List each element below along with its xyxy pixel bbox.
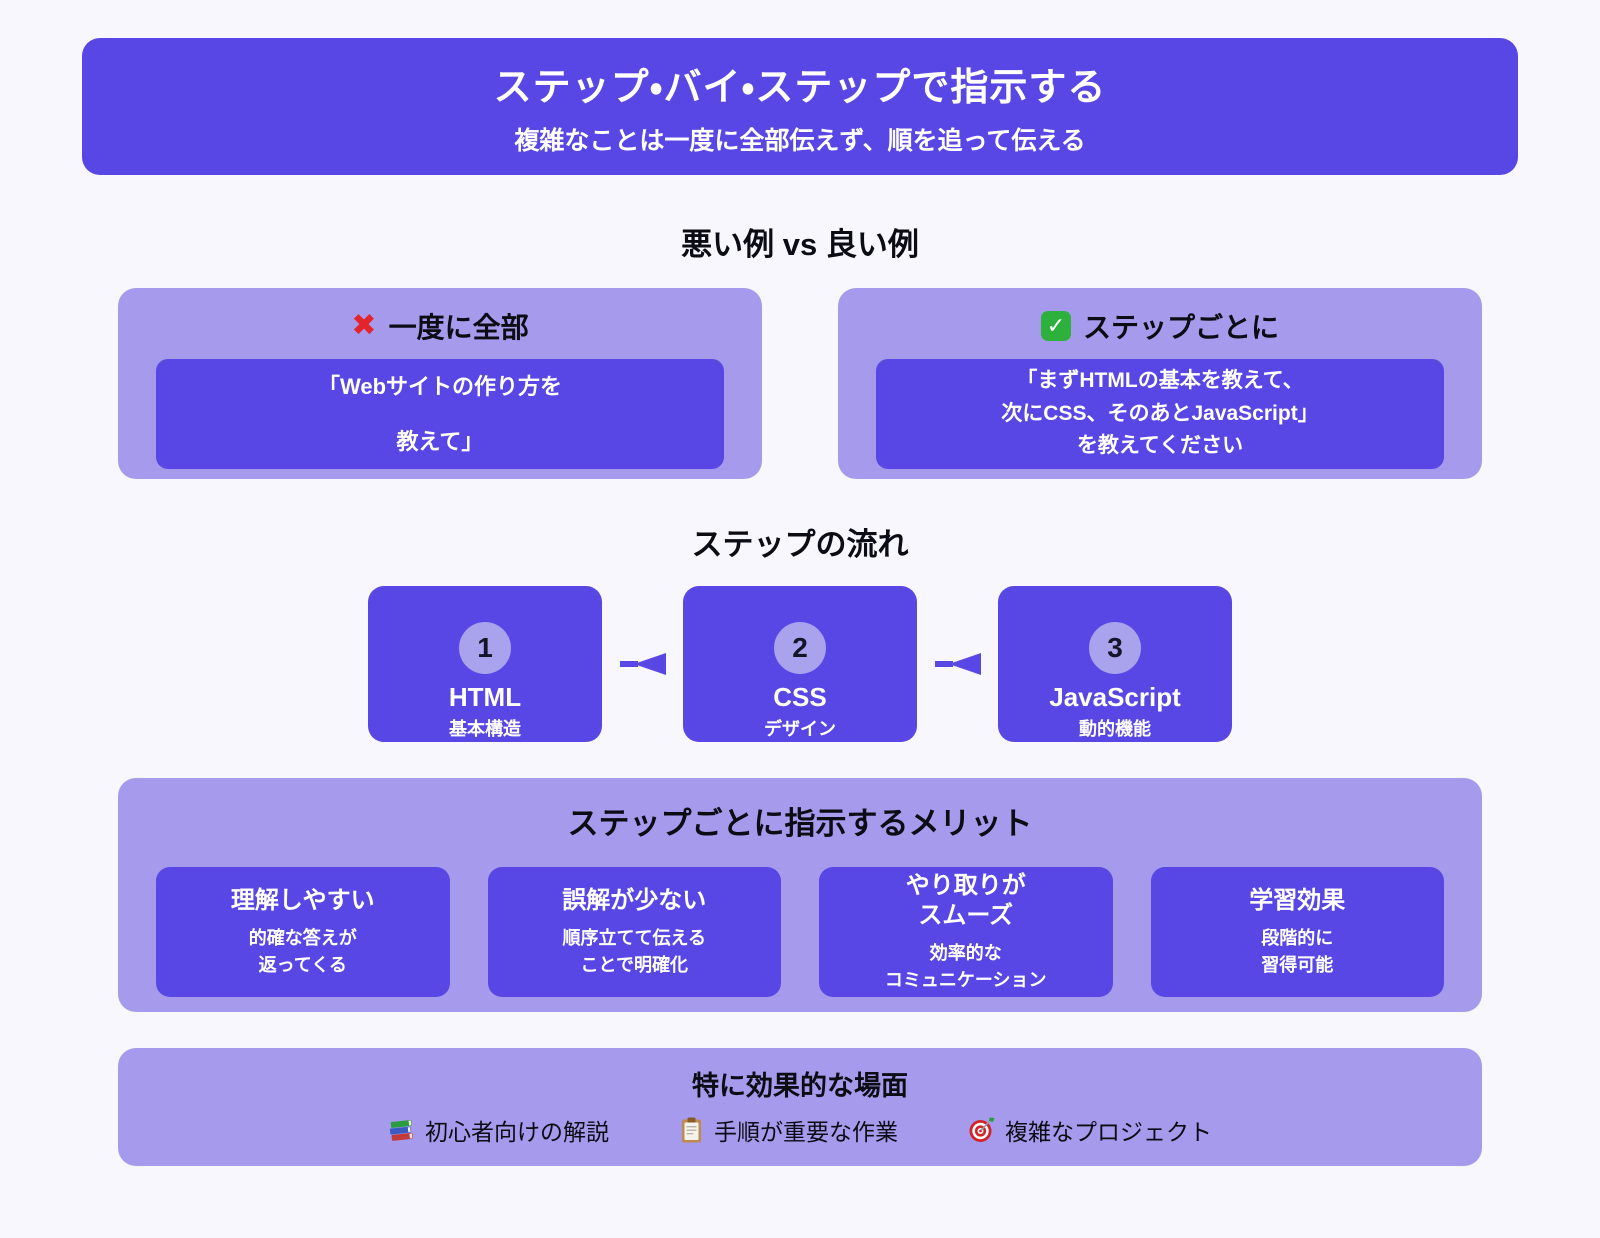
step-description: デザイン xyxy=(764,719,836,739)
step-label: CSS xyxy=(773,682,827,712)
page-title: ステップ・バイ・ステップで指示する xyxy=(493,67,1107,109)
page-subtitle: 複雑なことは一度に全部伝えず、順を追って伝える xyxy=(514,127,1086,155)
good-example-card: ✓ ステップごとに 「まずHTMLの基本を教えて、 次にCSS、そのあとJava… xyxy=(838,288,1482,479)
comparison-section-title: 悪い例 vs 良い例 xyxy=(681,227,919,262)
step-description: 動的機能 xyxy=(1079,719,1151,739)
merit-description: 効率的な コミュニケーション xyxy=(884,942,1047,990)
effective-item-procedure: 手順が重要な作業 xyxy=(679,1113,898,1147)
comparison-row: ✖ 一度に全部 「Webサイトの作り方を 教えて」 ✓ ステップごとに 「まずH… xyxy=(118,288,1482,479)
merit-title: 学習効果 xyxy=(1249,886,1346,914)
merit-title: 誤解が少ない xyxy=(562,886,707,914)
step-arrow-icon xyxy=(934,653,981,675)
good-example-title: ✓ ステップごとに xyxy=(838,306,1482,346)
effective-items-row: 初心者向けの解説 手順が重要な作業 複雑な xyxy=(118,1113,1482,1147)
effective-item-label: 初心者向けの解説 xyxy=(425,1119,609,1145)
merits-row: 理解しやすい 的確な答えが 返ってくる 誤解が少ない 順序立てて伝える ことで明… xyxy=(156,867,1444,997)
clipboard-icon xyxy=(682,1117,701,1142)
effective-item-beginner: 初心者向けの解説 xyxy=(388,1113,609,1147)
step-label: JavaScript xyxy=(1049,682,1181,712)
bad-example-label: 一度に全部 xyxy=(388,312,529,343)
merits-panel: ステップごとに指示するメリット 理解しやすい 的確な答えが 返ってくる 誤解が少… xyxy=(118,778,1482,1012)
step-box-javascript: 3 JavaScript 動的機能 xyxy=(998,586,1232,742)
merit-description: 順序立てて伝える ことで明確化 xyxy=(562,927,706,975)
check-mark-icon: ✓ xyxy=(1040,311,1071,341)
steps-row: 1 HTML 基本構造 2 CSS デザイン 3 JavaScript 動的機能 xyxy=(0,586,1600,742)
effective-section-title: 特に効果的な場面 xyxy=(692,1071,908,1101)
good-example-label: ステップごとに xyxy=(1082,312,1279,343)
step-number-badge: 1 xyxy=(459,622,511,674)
merit-description: 的確な答えが 返ってくる xyxy=(248,927,357,975)
step-arrow-icon xyxy=(619,653,666,675)
merit-card: やり取りが スムーズ 効率的な コミュニケーション xyxy=(819,867,1113,997)
flow-section-title: ステップの流れ xyxy=(691,527,909,562)
step-box-css: 2 CSS デザイン xyxy=(683,586,917,742)
merit-title: やり取りが スムーズ xyxy=(905,871,1026,929)
bad-example-quote: 「Webサイトの作り方を 教えて」 xyxy=(156,359,724,469)
bad-example-card: ✖ 一度に全部 「Webサイトの作り方を 教えて」 xyxy=(118,288,762,479)
step-label: HTML xyxy=(448,682,522,712)
books-icon xyxy=(389,1119,413,1141)
step-number-badge: 3 xyxy=(1089,622,1141,674)
step-description: 基本構造 xyxy=(449,719,521,739)
effective-item-label: 手順が重要な作業 xyxy=(714,1119,898,1145)
step-arrow xyxy=(602,651,683,677)
target-icon xyxy=(969,1117,995,1142)
merit-card: 学習効果 段階的に 習得可能 xyxy=(1150,867,1444,997)
cross-mark-icon: ✖ xyxy=(351,309,377,342)
effective-item-label: 複雑なプロジェクト xyxy=(1005,1119,1212,1145)
merit-title: 理解しやすい xyxy=(230,886,375,914)
merit-card: 誤解が少ない 順序立てて伝える ことで明確化 xyxy=(487,867,781,997)
good-example-quote: 「まずHTMLの基本を教えて、 次にCSS、そのあとJavaScript」 を教… xyxy=(876,359,1444,469)
bad-example-title: ✖ 一度に全部 xyxy=(118,306,762,346)
effective-panel: 特に効果的な場面 初心者向けの解説 xyxy=(118,1048,1482,1166)
step-box-html: 1 HTML 基本構造 xyxy=(368,586,602,742)
effective-item-complex: 複雑なプロジェクト xyxy=(968,1113,1212,1147)
step-arrow xyxy=(917,651,998,677)
merit-card: 理解しやすい 的確な答えが 返ってくる xyxy=(156,867,450,997)
merit-description: 段階的に 習得可能 xyxy=(1261,927,1334,975)
header-banner: ステップ・バイ・ステップで指示する 複雑なことは一度に全部伝えず、順を追って伝え… xyxy=(82,38,1518,175)
step-number-badge: 2 xyxy=(774,622,826,674)
merits-section-title: ステップごとに指示するメリット xyxy=(567,806,1033,841)
